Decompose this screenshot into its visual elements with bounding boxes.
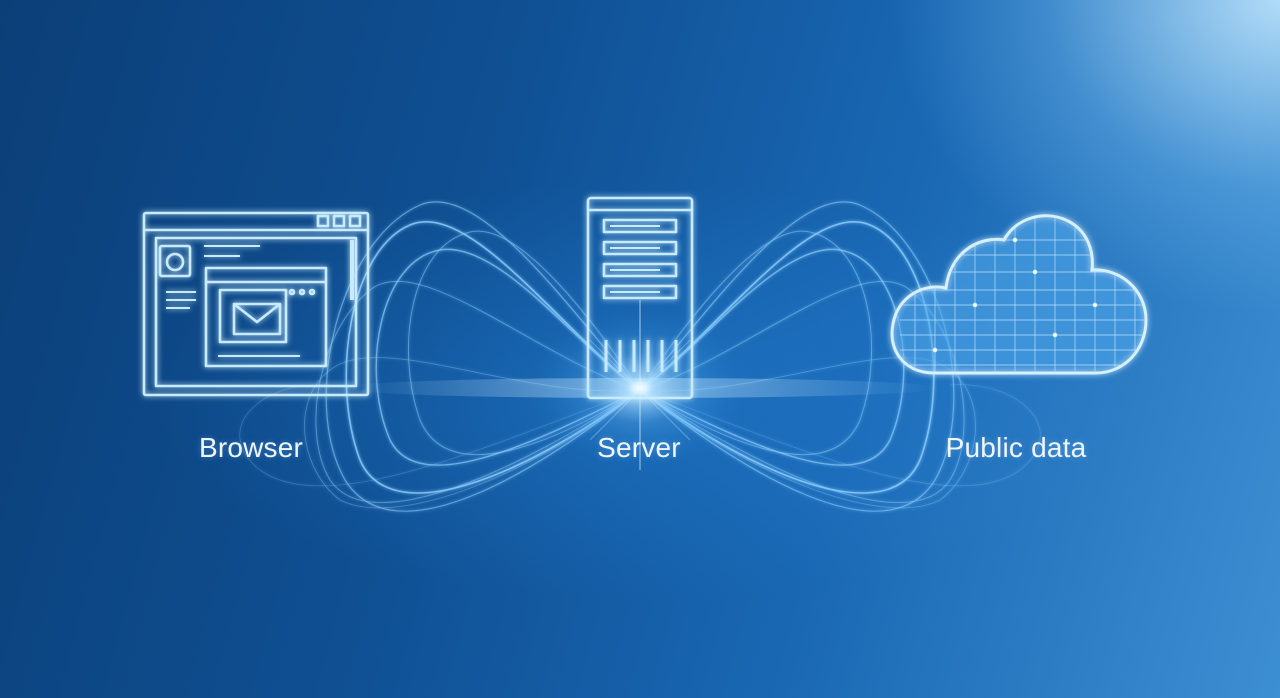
central-glow: [340, 300, 940, 470]
cloud-icon: [890, 214, 1148, 375]
browser-window-icon: [142, 211, 370, 397]
public-data-label: Public data: [945, 432, 1087, 463]
server-tower-icon: [586, 196, 694, 400]
connection-loops: [239, 201, 1041, 512]
browser-label: Browser: [198, 432, 304, 463]
server-label: Server: [597, 432, 681, 463]
